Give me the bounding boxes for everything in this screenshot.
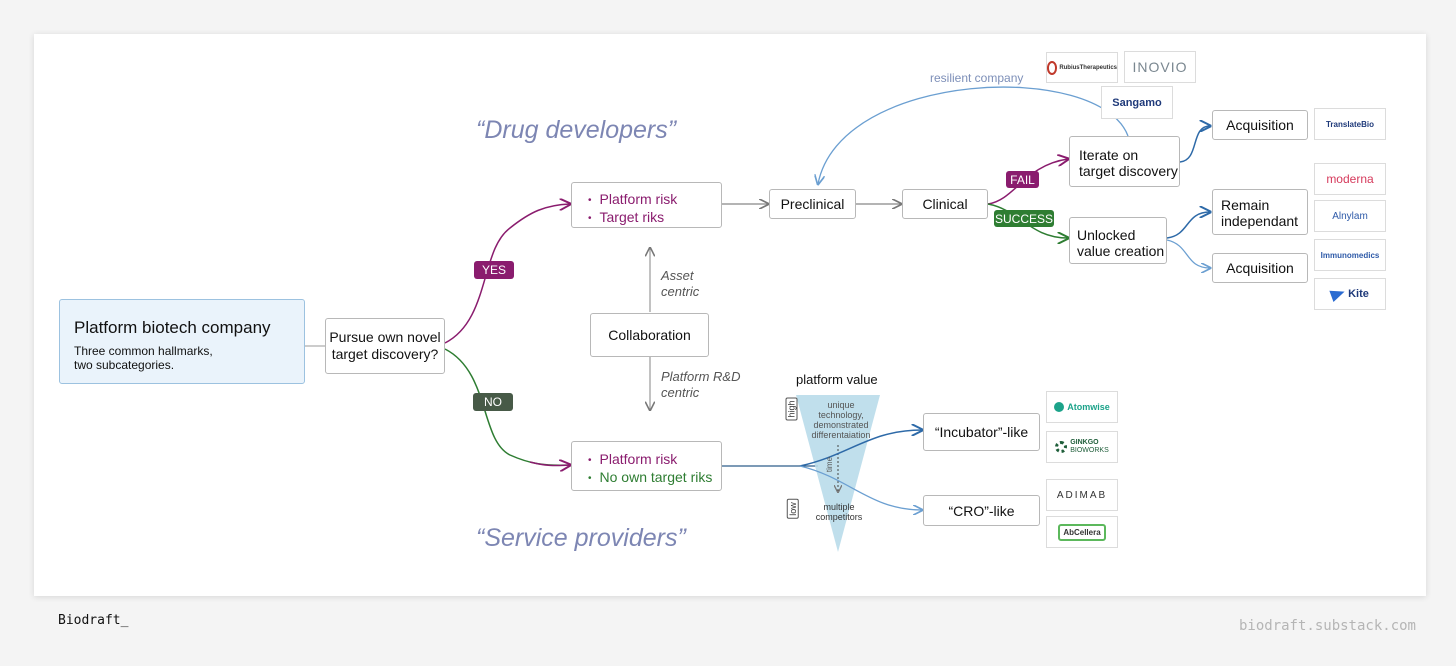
asset-centric-line1: Asset [661, 268, 694, 283]
question-line2: target discovery? [331, 346, 439, 362]
success-tag: SUCCESS [994, 210, 1054, 227]
funnel-to-incubator-arrow [799, 430, 922, 467]
funnel-top-line1: unique technology, [818, 400, 864, 420]
remain-independent-box: Remain independant [1212, 189, 1308, 235]
no-tag: NO [473, 393, 513, 411]
asset-centric-line2: centric [661, 284, 700, 299]
abcellera-logo-text: AbCellera [1058, 523, 1106, 541]
funnel-bottom-line1: multiple [823, 502, 855, 512]
iterate-line2: target discovery [1079, 163, 1178, 179]
unlocked-to-acquisition-arrow [1166, 239, 1210, 268]
incubator-box: “Incubator”-like [923, 413, 1040, 451]
platform-risk-item: Platform risk [588, 451, 721, 469]
moderna-logo: moderna [1314, 163, 1386, 195]
root-title: Platform biotech company [74, 318, 271, 337]
risk-box-top: Platform risk Target riks [571, 182, 722, 228]
immunomedics-logo: Immunomedics [1314, 239, 1386, 271]
brand-footer: Biodraft_ [58, 613, 129, 628]
funnel-to-cro-arrow [799, 465, 922, 510]
translate-bio-logo: TranslateBio [1314, 108, 1386, 140]
risk-box-bottom: Platform risk No own target riks [571, 441, 722, 491]
platform-rd-centric-label: Platform R&D centric [661, 369, 740, 401]
ginkgo-logo: GINKGO BIOWORKS [1046, 431, 1118, 463]
atomwise-logo-text: Atomwise [1067, 402, 1110, 412]
sangamo-logo: Sangamo [1101, 86, 1173, 119]
target-risk-item: Target riks [588, 209, 721, 227]
asset-centric-label: Asset centric [661, 268, 699, 300]
resilient-company-label: resilient company [930, 71, 1024, 85]
low-label: low [786, 499, 799, 519]
time-label: time [825, 456, 835, 473]
rubius-logo-text: RubiusTherapeutics [1059, 64, 1117, 71]
unlocked-box: Unlocked value creation [1069, 217, 1167, 264]
iterate-to-acquisition-arrow [1179, 126, 1210, 163]
funnel-top-text: unique technology, demonstrated differen… [806, 400, 876, 440]
rubius-logo: RubiusTherapeutics [1046, 52, 1118, 83]
url-footer: biodraft.substack.com [1238, 618, 1416, 634]
root-subtitle-line2: two subcategories. [74, 358, 175, 372]
adimab-logo: ADIMAB [1046, 479, 1118, 511]
yes-branch-arrow [444, 204, 570, 344]
funnel-top-line2: demonstrated [813, 420, 869, 430]
acquisition-box-bottom: Acquisition [1212, 253, 1308, 283]
high-label: high [785, 397, 798, 421]
root-box: Platform biotech company Three common ha… [59, 299, 305, 384]
kite-logo-text: Kite [1348, 288, 1369, 300]
drug-developers-heading: “Drug developers” [476, 116, 677, 144]
alnylam-logo: Alnylam [1314, 200, 1386, 232]
rubius-mark-icon [1047, 60, 1058, 75]
iterate-box: Iterate on target discovery [1069, 136, 1180, 187]
platform-rd-centric-line2: centric [661, 385, 700, 400]
no-target-risk-item: No own target riks [588, 469, 721, 487]
funnel-bottom-line2: competitors [815, 512, 863, 522]
preclinical-box: Preclinical [769, 189, 856, 219]
question-line1: Pursue own novel [329, 329, 441, 345]
unlocked-line1: Unlocked [1077, 227, 1136, 243]
ginkgo-logo-line2: BIOWORKS [1070, 447, 1109, 454]
collaboration-box: Collaboration [590, 313, 709, 357]
kite-mark-icon [1329, 285, 1347, 303]
question-box: Pursue own novel target discovery? [325, 318, 445, 374]
remain-line1: Remain [1221, 197, 1270, 213]
platform-rd-centric-line1: Platform R&D [661, 369, 741, 384]
unlocked-to-remain-arrow [1166, 212, 1210, 239]
fail-tag: FAIL [1006, 171, 1039, 188]
kite-logo: Kite [1314, 278, 1386, 310]
funnel-top-line3: differentaiation [811, 430, 871, 440]
ginkgo-logo-line1: GINKGO [1070, 439, 1099, 446]
platform-value-title: platform value [796, 372, 878, 387]
acquisition-box-top: Acquisition [1212, 110, 1308, 140]
atomwise-logo: Atomwise [1046, 391, 1118, 423]
clinical-box: Clinical [902, 189, 988, 219]
platform-risk-item: Platform risk [588, 191, 721, 209]
funnel-bottom-text: multiple competitors [806, 502, 872, 522]
cro-box: “CRO”-like [923, 495, 1040, 526]
unlocked-line2: value creation [1077, 243, 1165, 259]
service-providers-heading: “Service providers” [476, 524, 686, 552]
iterate-line1: Iterate on [1079, 147, 1139, 163]
inovio-logo: INOVIO [1124, 51, 1196, 83]
abcellera-logo: AbCellera [1046, 516, 1118, 548]
root-subtitle-line1: Three common hallmarks, [74, 344, 213, 358]
yes-tag: YES [474, 261, 514, 279]
remain-line2: independant [1221, 213, 1299, 229]
atomwise-mark-icon [1054, 402, 1065, 412]
ginkgo-mark-icon [1055, 441, 1068, 453]
